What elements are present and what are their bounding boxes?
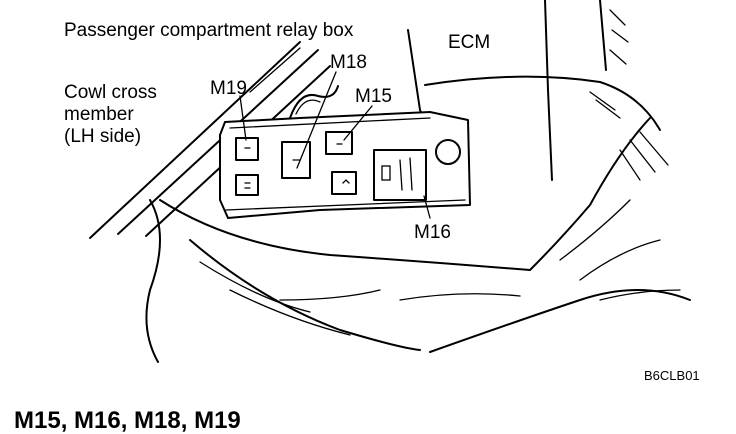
carpet-drawing: [145, 117, 691, 363]
relay-box-label: Passenger compartment relay box: [64, 20, 354, 41]
m19-label: M19: [210, 78, 247, 99]
relay-box-drawing: [219, 85, 471, 219]
ecm-panel-drawing: [407, 0, 661, 181]
leader-lines: [239, 71, 431, 219]
m15-label: M15: [355, 86, 392, 107]
cowl-label-line3: (LH side): [64, 126, 141, 147]
cowl-label-line2: member: [64, 104, 134, 125]
figure-code: B6CLB01: [644, 368, 700, 383]
connector-caption: M15, M16, M18, M19: [14, 407, 241, 434]
m16-label: M16: [414, 222, 451, 243]
m18-label: M18: [330, 52, 367, 73]
ecm-label: ECM: [448, 32, 490, 53]
cowl-label-line1: Cowl cross: [64, 82, 157, 103]
